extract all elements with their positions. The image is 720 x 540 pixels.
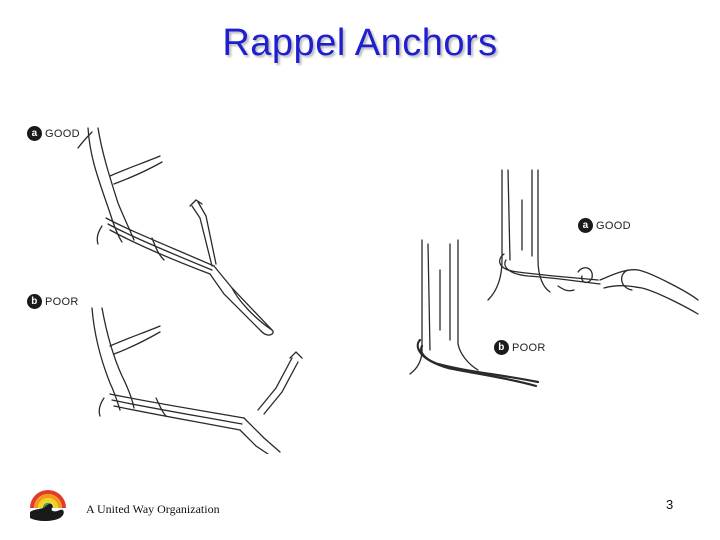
right-poor-label: b POOR — [494, 340, 546, 355]
tree-poor-drawing — [91, 307, 161, 417]
page-number: 3 — [666, 497, 674, 512]
label-a-badge: a — [27, 126, 42, 141]
right-poor-text: POOR — [512, 341, 546, 354]
left-poor-label: b POOR — [27, 294, 79, 309]
footer-organization-text: A United Way Organization — [86, 502, 220, 516]
label-b-badge: b — [27, 294, 42, 309]
tree-good-drawing — [77, 127, 163, 245]
left-good-label: a GOOD — [27, 126, 80, 141]
tree-poor-drawing — [409, 239, 479, 375]
united-way-logo-icon — [30, 490, 66, 521]
tree-good-drawing — [487, 169, 551, 301]
right-anchor-illustration — [409, 169, 699, 388]
rope-good-drawing — [105, 199, 274, 336]
left-good-text: GOOD — [45, 127, 80, 140]
rope-good-drawing — [498, 253, 699, 315]
left-anchor-illustration — [77, 127, 303, 454]
rope-poor-drawing — [416, 338, 540, 388]
rope-poor-drawing — [109, 351, 303, 454]
right-good-text: GOOD — [596, 219, 631, 232]
slide-title: Rappel Anchors — [222, 22, 498, 64]
left-poor-text: POOR — [45, 295, 79, 308]
right-good-label: a GOOD — [578, 218, 631, 233]
label-a-badge: a — [578, 218, 593, 233]
label-b-badge: b — [494, 340, 509, 355]
